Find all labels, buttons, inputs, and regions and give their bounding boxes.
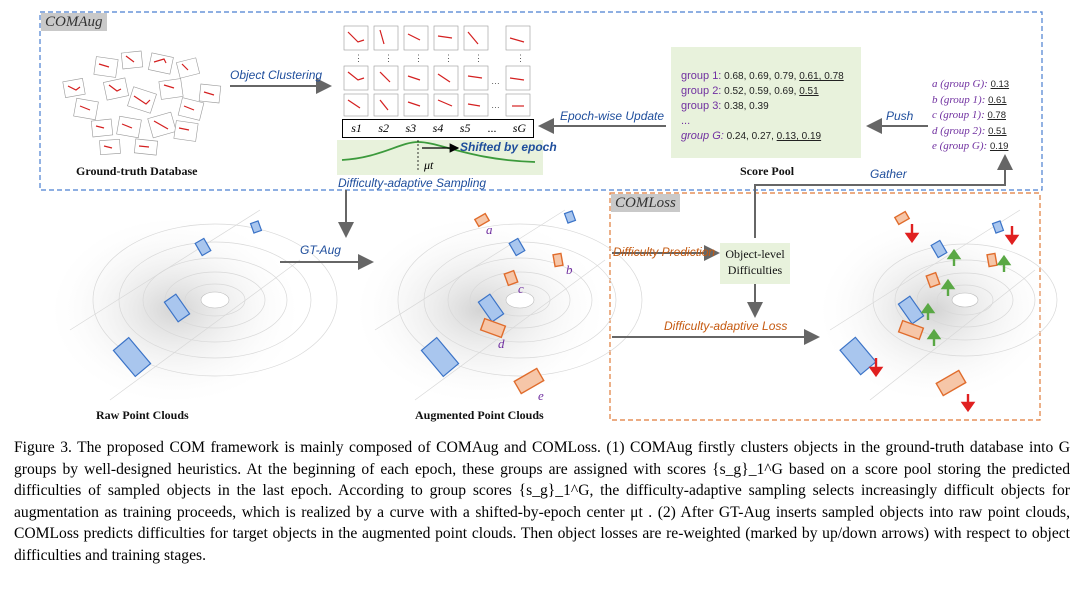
- pool-row: ...: [681, 115, 691, 127]
- sampling-label: Difficulty-adaptive Sampling: [338, 176, 487, 190]
- object-clustering-label: Object Clustering: [230, 68, 323, 82]
- object-letter-a: a: [486, 222, 493, 237]
- group-score-bar: s1 s2 s3 s4 s5 ... sG: [342, 119, 534, 138]
- object-letter-d: d: [498, 336, 505, 351]
- score-s4: s4: [432, 121, 444, 135]
- score-s1: s1: [351, 121, 362, 135]
- svg-text:⋮: ⋮: [444, 53, 453, 63]
- pool-row: group 3: 0.38, 0.39: [681, 100, 769, 112]
- score-sG: sG: [512, 121, 527, 135]
- score-pool-title: Score Pool: [740, 164, 795, 178]
- object-row: c (group 1): 0.78: [932, 109, 1006, 121]
- gather-label: Gather: [870, 167, 907, 181]
- object-level-difficulties-box: Object-level Difficulties: [720, 243, 790, 284]
- augmented-point-cloud: [360, 209, 643, 401]
- push-label: Push: [886, 109, 914, 123]
- comaug-box: [39, 11, 1043, 191]
- object-row: e (group G): 0.19: [932, 140, 1009, 152]
- mu-label: μt: [424, 158, 434, 172]
- adaptive-loss-label: Difficulty-adaptive Loss: [664, 319, 788, 333]
- pool-row: group G: 0.24, 0.27, 0.13, 0.19: [681, 130, 822, 142]
- object-letter-e: e: [538, 388, 544, 403]
- score-pool: group 1: 0.68, 0.69, 0.79, 0.61, 0.78 gr…: [671, 47, 861, 158]
- epoch-update-label: Epoch-wise Update: [560, 109, 665, 123]
- score-s5: s5: [459, 121, 471, 135]
- score-s2: s2: [378, 121, 390, 135]
- shifted-label: Shifted by epoch: [460, 140, 557, 154]
- gt-database-thumbnails: [62, 50, 222, 156]
- gather-arrow: [754, 154, 1013, 238]
- object-level-text: Object-level: [725, 247, 785, 261]
- object-list: a (group G): 0.13 b (group 1): 0.61 c (g…: [932, 77, 1009, 155]
- svg-text:⋮: ⋮: [474, 53, 483, 63]
- object-letter-b: b: [566, 262, 573, 277]
- sampling-curve: [341, 141, 536, 163]
- svg-text:…: …: [491, 100, 500, 110]
- svg-text:⋮: ⋮: [414, 53, 423, 63]
- svg-text:⋮: ⋮: [384, 53, 393, 63]
- comloss-box: [609, 192, 1041, 421]
- raw-label: Raw Point Clouds: [96, 408, 189, 422]
- augmented-label: Augmented Point Clouds: [415, 408, 544, 422]
- object-letter-c: c: [518, 281, 524, 296]
- pool-row: group 2: 0.52, 0.59, 0.69, 0.51: [681, 85, 819, 97]
- difficulties-text: Difficulties: [727, 263, 783, 277]
- gt-database-label: Ground-truth Database: [76, 164, 198, 178]
- reweighted-point-cloud: [823, 209, 1058, 413]
- svg-text:…: …: [491, 76, 500, 86]
- gt-aug-label: GT-Aug: [300, 243, 341, 257]
- difficulty-prediction-label: Difficulty Prediction: [613, 245, 716, 259]
- object-row: a (group G): 0.13: [932, 78, 1010, 90]
- object-row: d (group 2): 0.51: [932, 124, 1007, 137]
- pool-row: group 1: 0.68, 0.69, 0.79, 0.61, 0.78: [681, 70, 844, 82]
- score-s3: s3: [405, 121, 417, 135]
- raw-point-cloud: [55, 209, 338, 401]
- figure-caption: Figure 3. The proposed COM framework is …: [14, 439, 1070, 564]
- object-row: b (group 1): 0.61: [932, 93, 1007, 106]
- svg-text:⋮: ⋮: [516, 53, 525, 63]
- cluster-grid: ⋮ ⋮ ⋮ ⋮ ⋮ ⋮ … …: [343, 25, 531, 117]
- comaug-title: COMAug: [41, 13, 107, 31]
- comloss-title: COMLoss: [611, 194, 680, 212]
- svg-text:⋮: ⋮: [354, 53, 363, 63]
- score-ellipsis: ...: [487, 121, 497, 135]
